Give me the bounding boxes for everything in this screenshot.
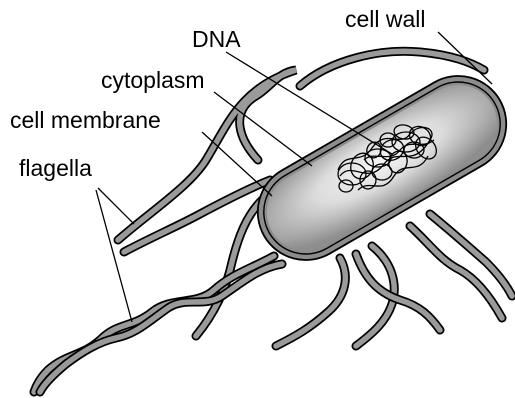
bacterium-cell <box>240 58 515 277</box>
flagellum-bottom-right-1 <box>276 258 345 346</box>
flagellum-twisted-b <box>40 264 282 392</box>
label-cell-wall: cell wall <box>345 6 426 32</box>
flagellum-twisted-a <box>34 256 274 392</box>
label-dna: DNA <box>192 26 241 52</box>
pointer-flagella-2 <box>96 190 132 322</box>
pointer-cell-membrane <box>202 132 272 196</box>
label-cell-membrane: cell membrane <box>10 107 161 133</box>
label-flagella: flagella <box>19 155 92 181</box>
label-cytoplasm: cytoplasm <box>101 67 205 93</box>
